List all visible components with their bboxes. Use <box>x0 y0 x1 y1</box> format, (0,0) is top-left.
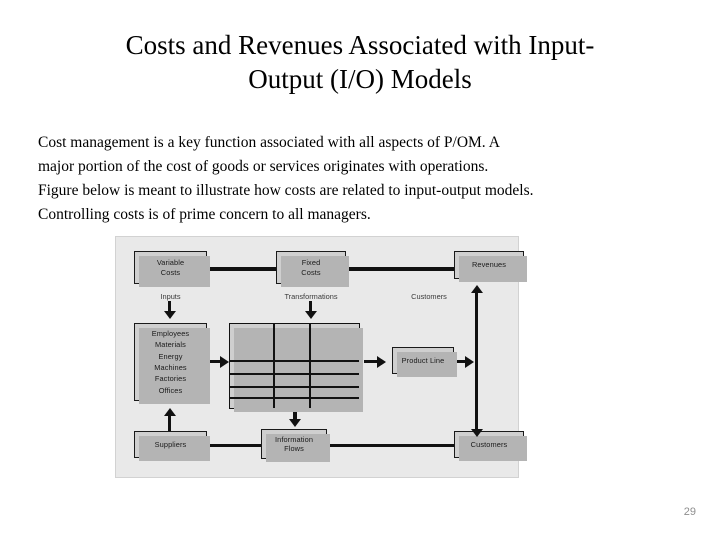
arrow-up-to-inputs-icon <box>163 408 176 416</box>
grid-row-separator <box>230 360 359 362</box>
body-line-1: Cost management is a key function associ… <box>38 134 500 151</box>
connector-revenues-customers <box>475 292 478 432</box>
connector-grid-to-product-line <box>364 360 378 363</box>
connector-inputs-to-grid <box>207 360 221 363</box>
connector-product-line-to-customers <box>455 360 466 363</box>
page-title: Costs and Revenues Associated with Input… <box>40 28 680 96</box>
body-line-4: Controlling costs is of prime concern to… <box>38 206 371 223</box>
transformation-grid[interactable] <box>229 323 363 412</box>
arrow-down-to-information-icon <box>288 419 301 427</box>
arrow-up-to-revenues-icon <box>470 285 483 293</box>
arrow-down-inputs-icon <box>163 311 176 319</box>
arrow-down-to-customers-icon <box>470 429 483 437</box>
connector-suppliers-to-information <box>206 444 262 447</box>
arrow-right-to-grid-icon <box>220 355 229 368</box>
inputs-item-materials: Materials <box>155 340 186 350</box>
box-revenues-label: Revenues <box>471 260 507 270</box>
grid-row-separator <box>230 373 359 375</box>
inputs-item-machines: Machines <box>154 363 187 372</box>
inputs-item-factories: Factories <box>154 374 187 384</box>
box-fixed-costs[interactable]: Fixed Costs <box>276 251 349 287</box>
label-inputs: Inputs <box>160 292 181 301</box>
box-product-line-label: Product Line <box>401 355 445 365</box>
label-transformations: Transformations <box>284 292 338 301</box>
grid-row-separator <box>230 397 359 399</box>
body-line-2: major portion of the cost of goods or se… <box>38 158 489 175</box>
arrow-right-to-product-line-icon <box>377 355 386 368</box>
page-title-line-1: Costs and Revenues Associated with Input… <box>125 30 595 60</box>
connector-grid-to-information <box>293 409 297 422</box>
connector-transformations-down <box>309 301 312 313</box>
grid-column-separator <box>309 324 311 408</box>
connector-variable-to-fixed <box>206 267 276 271</box>
box-fixed-costs-line-1: Fixed <box>301 258 321 267</box>
box-information-flows-line-1: Information <box>274 434 314 444</box>
box-inputs-resources[interactable]: Employees Materials Energy Machines Fact… <box>134 323 210 404</box>
io-model-diagram: Variable Costs Fixed Costs Revenues Inpu… <box>115 236 527 478</box>
grid-column-separator <box>273 324 275 408</box>
box-customers-label: Customers <box>470 439 508 449</box>
inputs-item-offices: Offices <box>158 385 183 395</box>
arrow-down-transformations-icon <box>304 311 317 319</box>
box-suppliers-label: Suppliers <box>154 439 187 449</box>
box-customers[interactable]: Customers <box>454 431 527 461</box>
connector-inputs-down <box>168 301 171 313</box>
connector-fixed-to-revenues <box>326 267 456 271</box>
inputs-item-employees: Employees <box>151 328 190 338</box>
connector-information-to-customers <box>314 444 454 447</box>
connector-suppliers-to-inputs <box>168 415 171 431</box>
box-information-flows-line-2: Flows <box>284 444 304 453</box>
body-paragraph: Cost management is a key function associ… <box>38 131 698 227</box>
page-title-line-2: Output (I/O) Models <box>248 64 472 94</box>
box-fixed-costs-line-2: Costs <box>301 267 321 277</box>
box-information-flows[interactable]: Information Flows <box>261 429 330 462</box>
arrow-right-to-customers-icon <box>465 355 474 368</box>
box-suppliers[interactable]: Suppliers <box>134 431 210 461</box>
label-customers: Customers <box>411 292 447 301</box>
box-variable-costs-line-2: Costs <box>160 267 181 277</box>
grid-row-separator <box>230 386 359 388</box>
box-product-line[interactable]: Product Line <box>392 347 457 377</box>
box-revenues[interactable]: Revenues <box>454 251 527 282</box>
body-line-3: Figure below is meant to illustrate how … <box>38 182 534 199</box>
box-variable-costs-line-1: Variable <box>156 258 185 267</box>
box-variable-costs[interactable]: Variable Costs <box>134 251 210 287</box>
page-number: 29 <box>683 506 696 518</box>
inputs-item-energy: Energy <box>158 351 183 361</box>
